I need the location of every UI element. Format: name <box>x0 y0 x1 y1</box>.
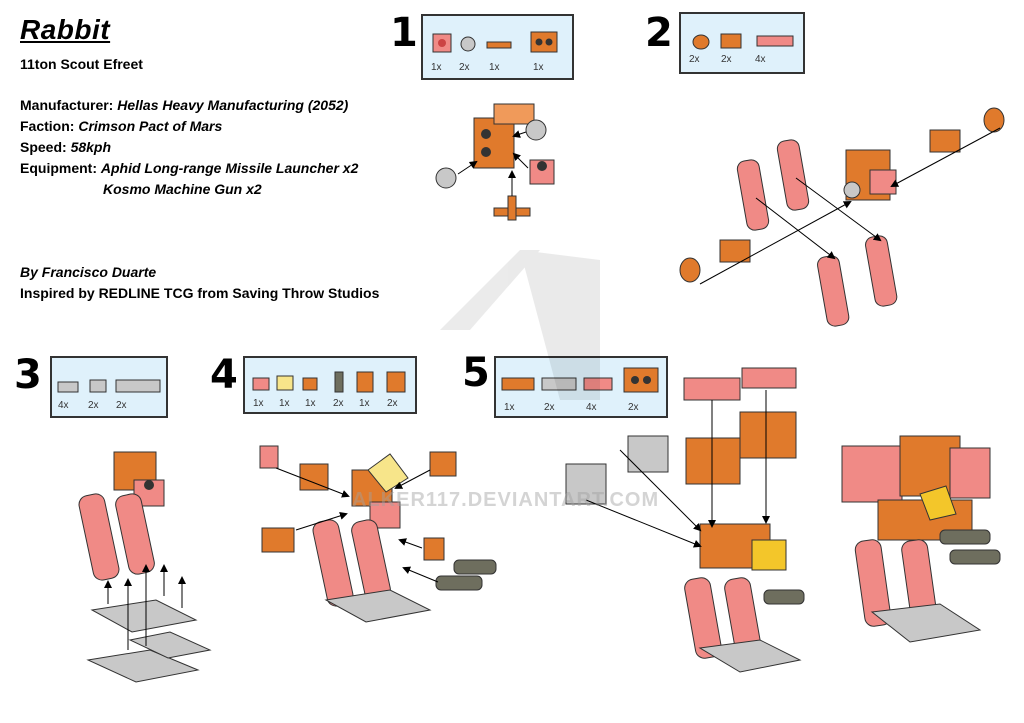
step-3-number: 3 <box>14 352 42 398</box>
step-4-qty-5: 1x <box>359 398 370 409</box>
step-4-number: 4 <box>210 352 238 398</box>
step-2-parts-icons <box>692 33 794 50</box>
spec-equipment-value-2: Kosmo Machine Gun x2 <box>103 181 262 197</box>
step-5-number: 5 <box>462 350 490 396</box>
step-4-qty-1: 1x <box>253 398 264 409</box>
step-3-qty-1: 4x <box>58 400 69 411</box>
step-1-qty-3: 1x <box>489 62 500 73</box>
spec-faction-value: Crimson Pact of Mars <box>78 118 223 134</box>
step-3-qty-2: 2x <box>88 400 99 411</box>
step-5-parts-box: 1x 2x 4x 2x <box>494 356 668 418</box>
step-4-qty-2: 1x <box>279 398 290 409</box>
spec-faction: Faction: Crimson Pact of Mars <box>20 118 222 134</box>
spec-equipment-label: Equipment: <box>20 160 97 176</box>
spec-manufacturer-label: Manufacturer: <box>20 97 114 113</box>
step-3-qty-3: 2x <box>116 400 127 411</box>
step-5-qty-2: 2x <box>544 402 555 413</box>
spec-equipment-value-1: Aphid Long-range Missile Launcher x2 <box>100 160 359 176</box>
spec-speed-label: Speed: <box>20 139 67 155</box>
model-subtitle: 11ton Scout Efreet <box>20 56 143 72</box>
step-1-parts-icons <box>432 31 558 53</box>
step-4-qty-6: 2x <box>387 398 398 409</box>
watermark-text: ALKER117.DEVIANTART.COM <box>352 489 660 511</box>
credit-author: By Francisco Duarte <box>20 264 157 280</box>
step-3-parts-box: 4x 2x 2x <box>50 356 168 418</box>
step-4-illustration <box>259 445 497 623</box>
step-1-qty-4: 1x <box>533 62 544 73</box>
step-4-parts-icons <box>252 371 406 393</box>
step-4-parts-box: 1x 1x 1x 2x 1x 2x <box>243 356 417 414</box>
step-5-parts-icons <box>501 367 659 393</box>
step-2-qty-2: 2x <box>721 54 732 65</box>
step-1-qty-2: 2x <box>459 62 470 73</box>
final-model-illustration <box>841 435 1001 643</box>
step-3-illustration <box>78 451 212 683</box>
spec-manufacturer: Manufacturer: Hellas Heavy Manufacturing… <box>20 97 348 113</box>
spec-equipment-line-2: Kosmo Machine Gun x2 <box>103 181 262 197</box>
spec-speed: Speed: 58kph <box>20 139 111 155</box>
spec-faction-label: Faction: <box>20 118 75 134</box>
credit-inspired: Inspired by REDLINE TCG from Saving Thro… <box>20 285 380 301</box>
step-4-qty-4: 2x <box>333 398 344 409</box>
step-5-qty-4: 2x <box>628 402 639 413</box>
spec-speed-value: 58kph <box>70 139 112 155</box>
model-title: Rabbit <box>20 14 111 45</box>
step-5-qty-3: 4x <box>586 402 597 413</box>
step-1-qty-1: 1x <box>431 62 442 73</box>
step-2-number: 2 <box>645 10 673 56</box>
spec-equipment: Equipment: Aphid Long-range Missile Laun… <box>20 160 358 176</box>
step-3-parts-icons <box>57 379 161 393</box>
step-1-number: 1 <box>390 10 418 56</box>
spec-manufacturer-value: Hellas Heavy Manufacturing (2052) <box>117 97 349 113</box>
step-4-qty-3: 1x <box>305 398 316 409</box>
step-2-parts-box: 2x 2x 4x <box>679 12 805 74</box>
step-2-qty-1: 2x <box>689 54 700 65</box>
step-1-parts-box: 1x 2x 1x 1x <box>421 14 574 80</box>
step-5-qty-1: 1x <box>504 402 515 413</box>
step-2-qty-3: 4x <box>755 54 766 65</box>
step-1-illustration <box>435 103 555 221</box>
step-2-illustration <box>679 107 1005 327</box>
